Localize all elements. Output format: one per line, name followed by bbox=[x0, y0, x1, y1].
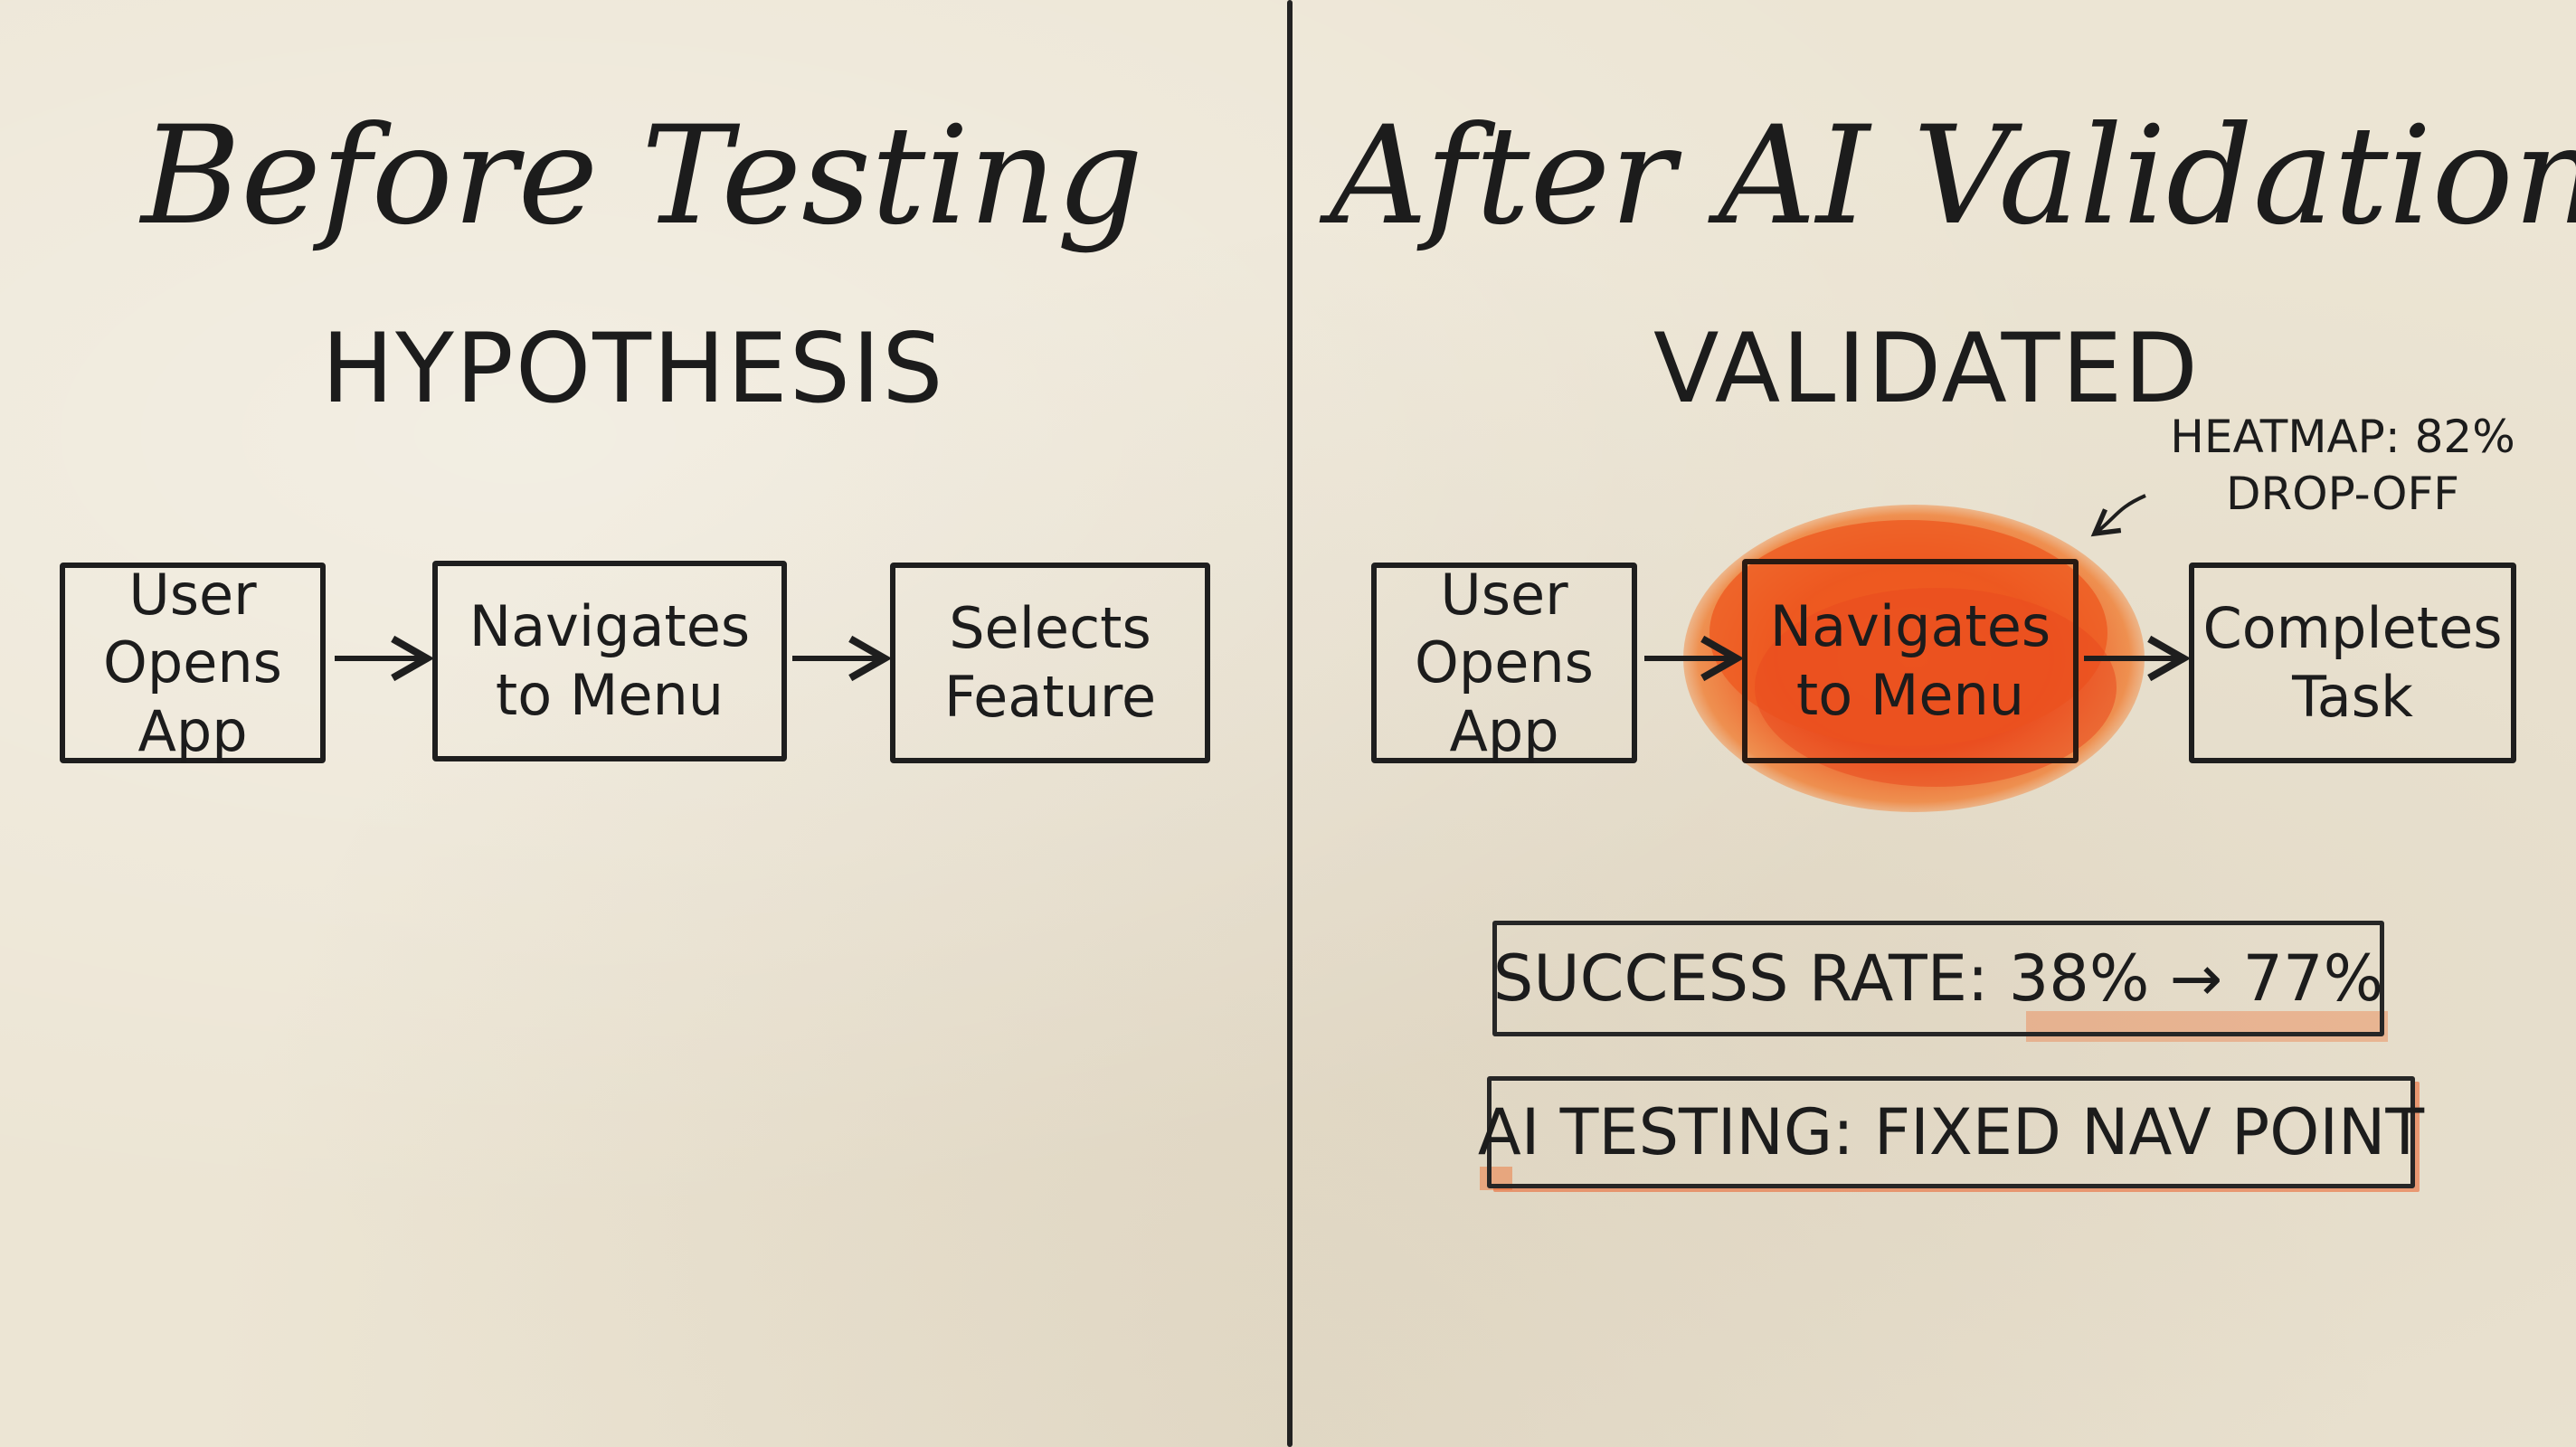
step-label: Completes Task bbox=[2202, 595, 2503, 730]
vertical-divider bbox=[1287, 0, 1293, 1447]
ai-testing-box: AI TESTING: FIXED NAV POINT bbox=[1478, 1076, 2424, 1188]
success-rate-text: SUCCESS RATE: 38% → 77% bbox=[1492, 941, 2384, 1016]
step-label: User Opens App bbox=[103, 561, 282, 764]
annotation-arrow bbox=[2090, 494, 2146, 537]
step-label: User Opens App bbox=[1415, 561, 1594, 764]
ai-testing-text: AI TESTING: FIXED NAV POINT bbox=[1477, 1095, 2425, 1169]
heatmap-highlight bbox=[1683, 505, 2145, 812]
stat-highlight bbox=[2026, 1011, 2388, 1042]
step-label: Navigates to Menu bbox=[469, 593, 751, 728]
right-step-user-opens-app: User Opens App bbox=[1371, 561, 1637, 764]
left-subtitle: HYPOTHESIS bbox=[321, 313, 945, 424]
right-subtitle: VALIDATED bbox=[1653, 313, 2200, 424]
right-step-navigates-to-menu: Navigates to Menu bbox=[1742, 559, 2079, 763]
heatmap-annotation: HEATMAP: 82% DROP-OFF bbox=[2162, 409, 2524, 522]
step-label: Navigates to Menu bbox=[1769, 593, 2051, 728]
left-step-selects-feature: Selects Feature bbox=[890, 563, 1210, 763]
right-title: After AI Validation bbox=[1330, 98, 2576, 255]
right-step-completes-task: Completes Task bbox=[2189, 563, 2516, 763]
annotation-text: HEATMAP: 82% DROP-OFF bbox=[2170, 411, 2515, 520]
left-step-user-opens-app: User Opens App bbox=[60, 561, 326, 764]
success-rate-box: SUCCESS RATE: 38% → 77% bbox=[1492, 921, 2384, 1036]
left-step-navigates-to-menu: Navigates to Menu bbox=[432, 561, 787, 761]
step-label: Selects Feature bbox=[943, 595, 1157, 730]
left-title: Before Testing bbox=[140, 98, 1143, 255]
